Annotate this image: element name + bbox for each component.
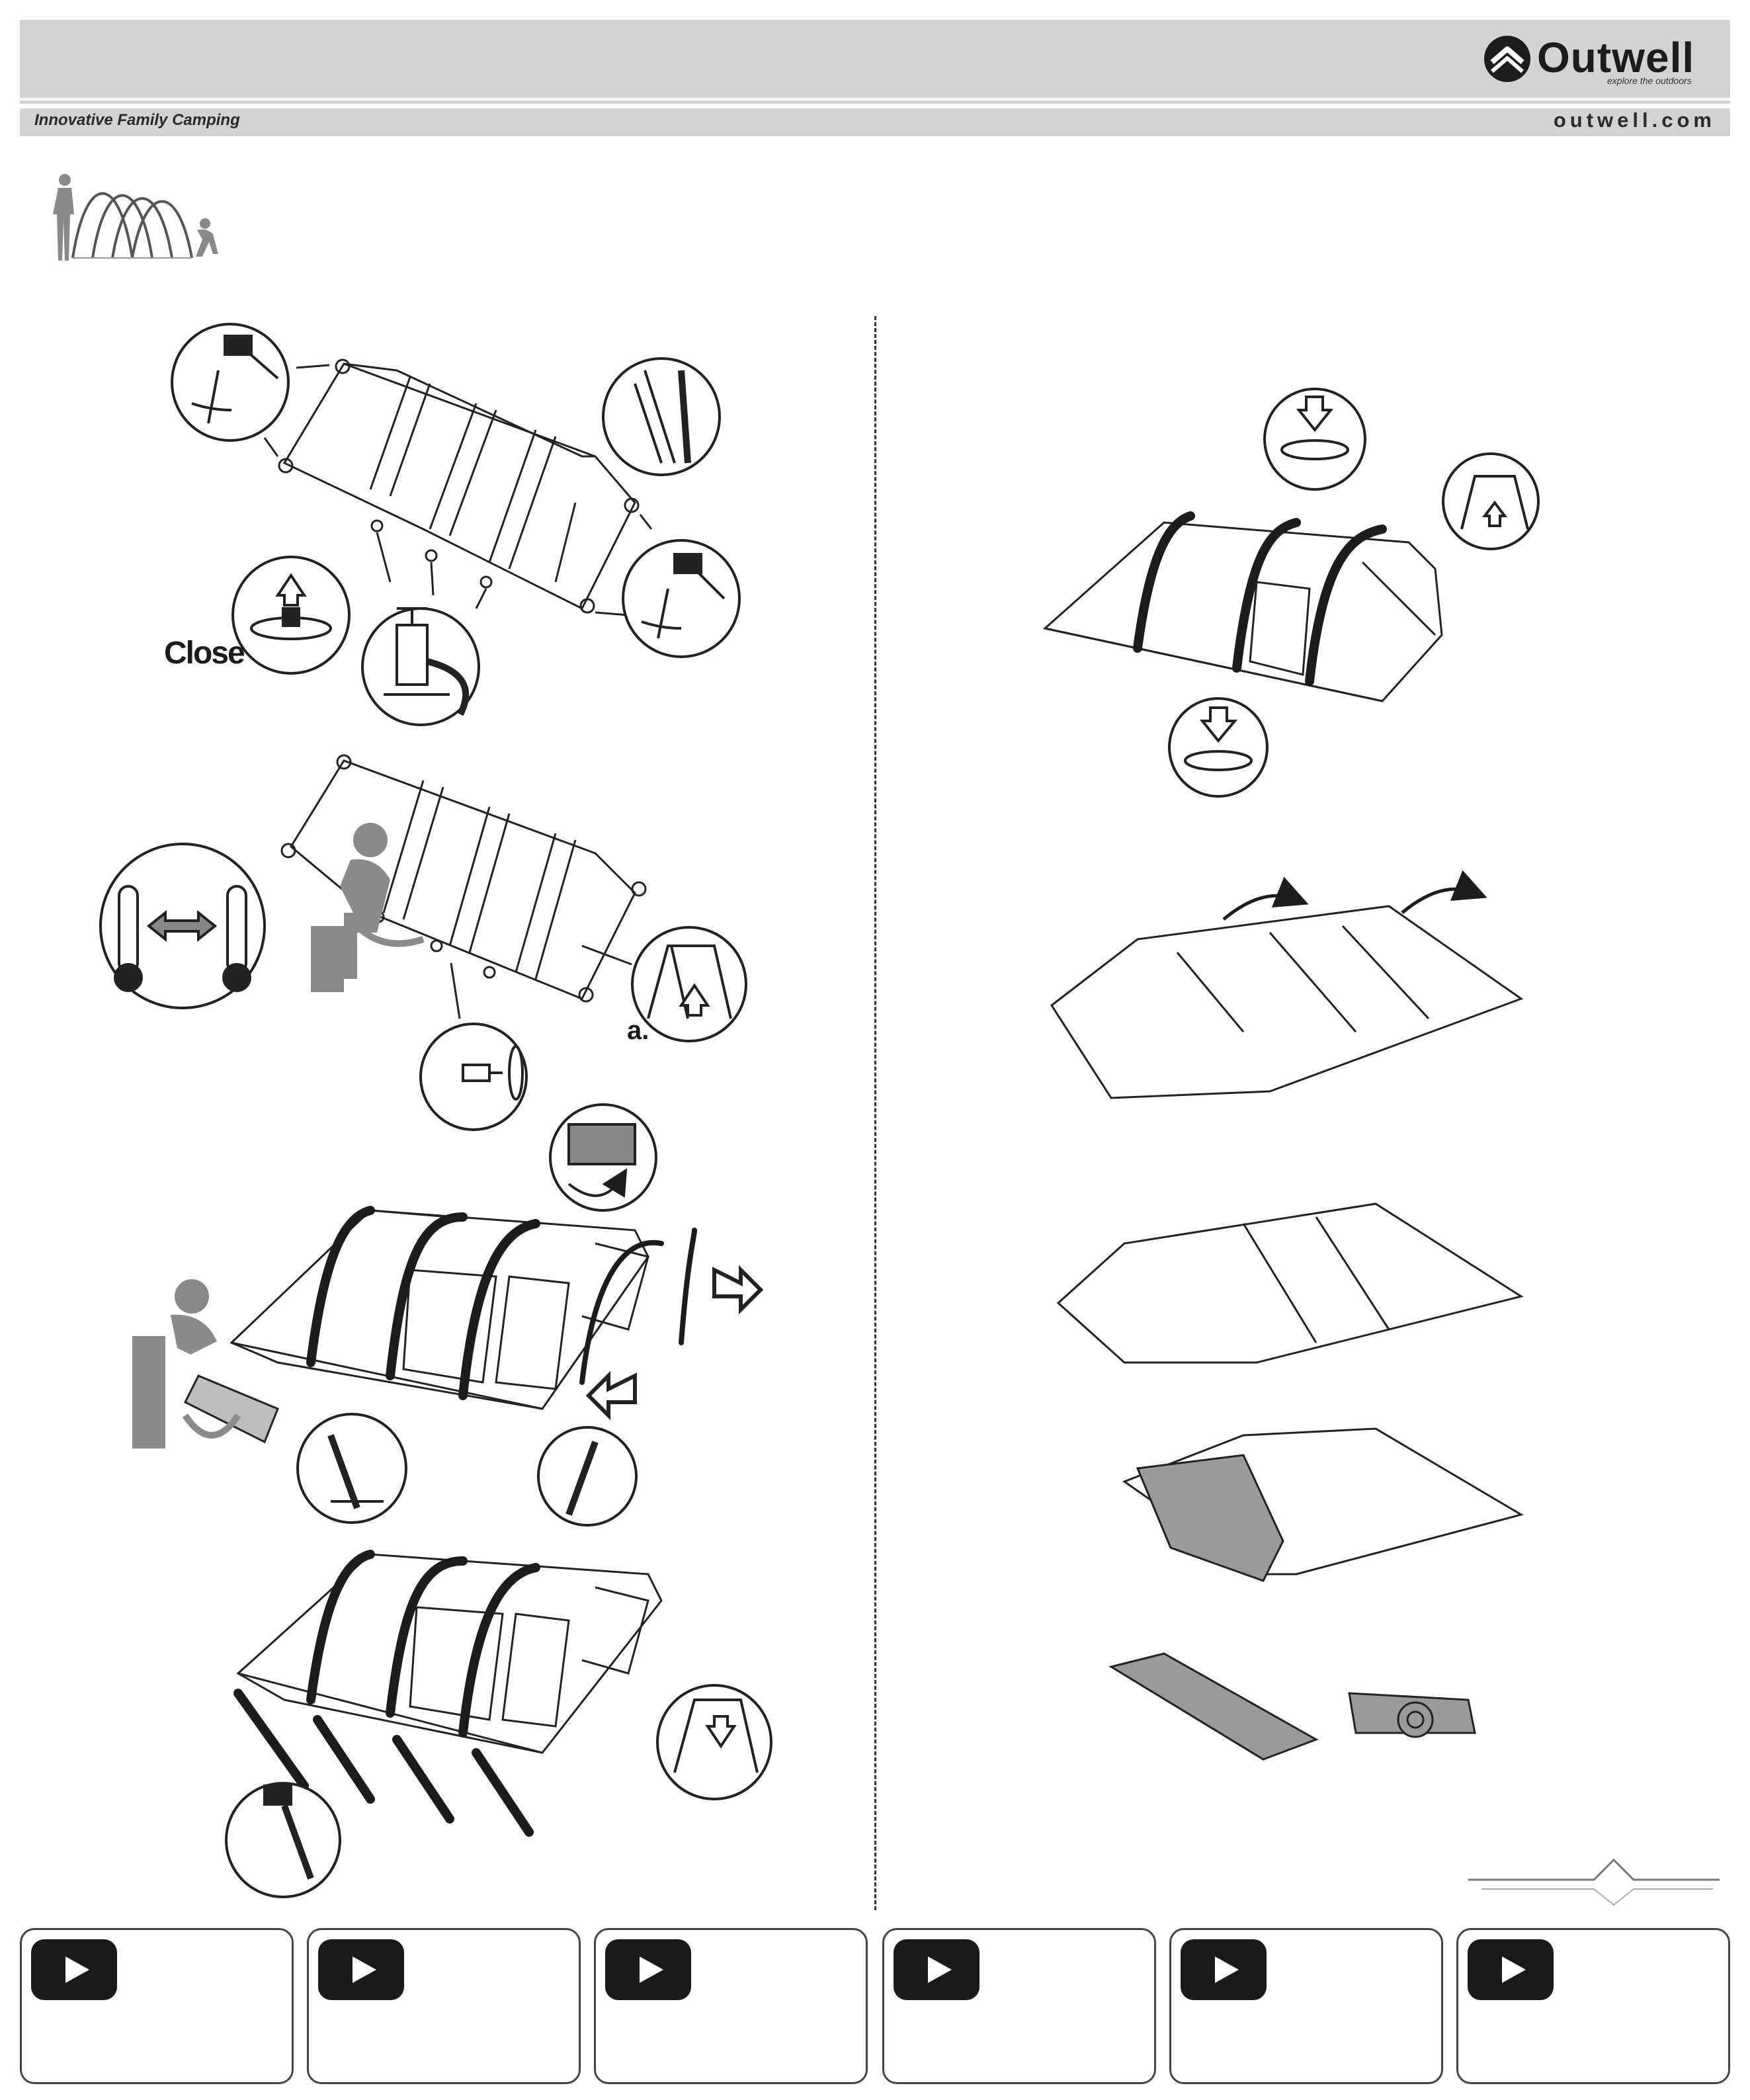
play-icon[interactable] — [894, 1939, 979, 2000]
video-card-6[interactable] — [1456, 1928, 1730, 2084]
video-card-1[interactable] — [20, 1928, 294, 2084]
step6-fold-tent — [1052, 906, 1521, 1098]
play-icon[interactable] — [605, 1939, 691, 2000]
person-inflating — [132, 1279, 278, 1449]
play-icon[interactable] — [1468, 1939, 1554, 2000]
step-a-label: a. — [627, 1016, 649, 1046]
video-card-4[interactable] — [882, 1928, 1156, 2084]
step9-rolled-tent — [1111, 1654, 1475, 1759]
video-card-5[interactable] — [1169, 1928, 1443, 2084]
video-card-3[interactable] — [594, 1928, 868, 2084]
step3-inflating-tent — [231, 1210, 648, 1409]
step8-fold-over — [1124, 1429, 1521, 1581]
video-card-2[interactable] — [307, 1928, 581, 2084]
step4-pitched-tent — [238, 1554, 661, 1753]
step7-folded-sheet — [1058, 1204, 1521, 1363]
close-label: Close — [164, 635, 244, 671]
play-icon[interactable] — [31, 1939, 117, 2000]
play-icon[interactable] — [1181, 1939, 1267, 2000]
play-icon[interactable] — [318, 1939, 404, 2000]
